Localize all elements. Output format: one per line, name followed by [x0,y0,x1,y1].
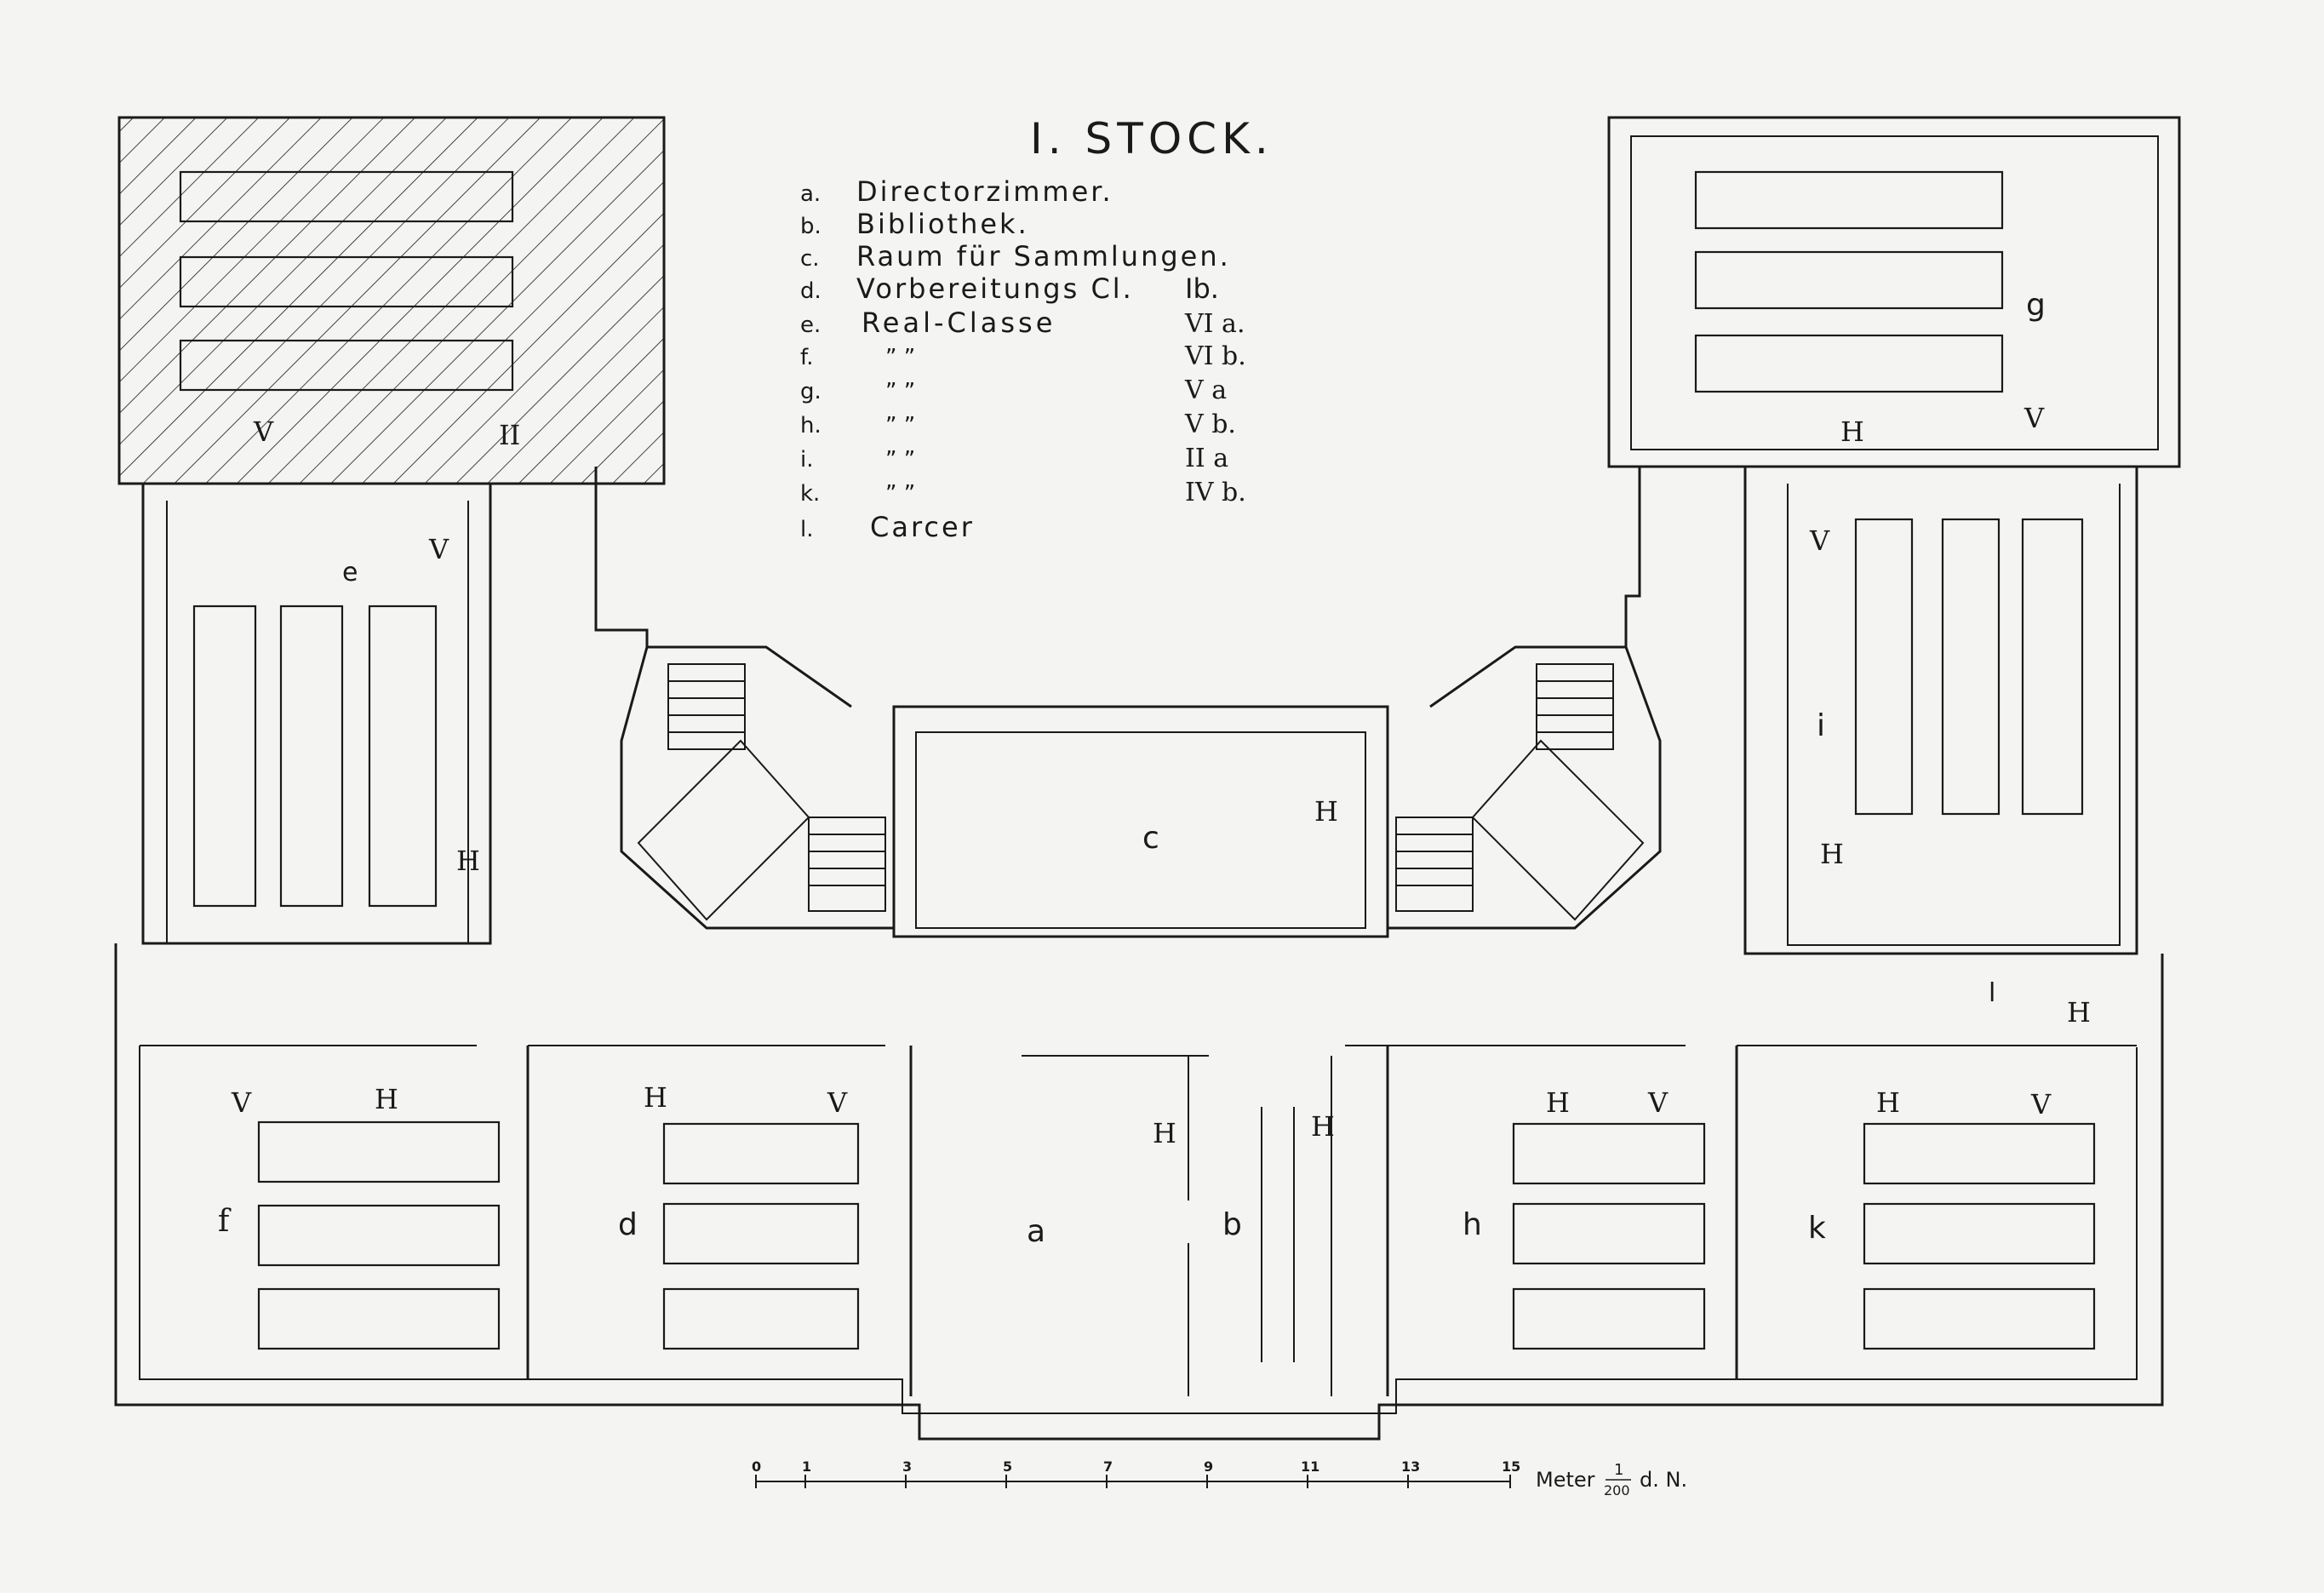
room-label-i: i [1817,708,1825,743]
legend: a. Directorzimmer. b. Bibliothek. c. Rau… [800,175,1246,543]
legend-key-l: l. [800,517,814,542]
fixture-v-label: V [827,1086,848,1119]
fixture-v-label: V [2030,1088,2052,1120]
room-label-d: d [618,1207,638,1242]
legend-class-i: II a [1185,444,1228,473]
fixture-v-label: V [1647,1086,1669,1119]
scale-tick-5: 5 [1003,1458,1012,1475]
room-label-l: l [1989,978,1995,1008]
fixture-h-label: H [1153,1117,1176,1149]
fixture-v-label: V [2023,402,2045,434]
left-staircase [620,645,894,930]
room-i-walls [1743,467,2138,955]
scale-tick-15: 15 [1502,1458,1520,1475]
scale-tick-9: 9 [1204,1458,1213,1475]
scale-tick-11: 11 [1301,1458,1319,1475]
legend-key-i: i. [800,447,814,473]
legend-name-e: Real-Classe [861,307,1056,339]
building-walls [114,116,2181,1441]
scale-tick-3: 3 [902,1458,912,1475]
legend-class-g: V a [1184,375,1227,405]
room-label-k: k [1808,1211,1826,1246]
fixture-labels: V II V H H V V H H H V H H V H H H V H V [231,402,2091,1149]
scale-tick-0: 0 [752,1458,761,1475]
scale-unit-prefix: Meter [1536,1468,1595,1492]
room-g-walls [1607,116,2181,468]
fixture-h-label: H [2067,996,2091,1029]
fixture-h-label: H [1876,1086,1900,1119]
fixture-v-label: V [253,415,274,448]
legend-name-b: Bibliothek. [856,208,1029,240]
fixture-h-label: H [456,845,480,877]
fixture-h-label: H [1840,415,1864,448]
legend-key-h: h. [800,413,821,438]
fixture-v-label: V [231,1086,252,1119]
legend-key-f: f. [800,345,814,370]
legend-key-a: a. [800,181,821,207]
scale-tick-13: 13 [1401,1458,1420,1475]
legend-class-k: IV b. [1185,478,1246,507]
room-label-b: b [1222,1207,1242,1242]
right-staircase [1388,645,1662,930]
fixture-h-label: H [1820,838,1844,870]
room-e-walls [141,484,492,945]
room-label-c: c [1142,821,1159,856]
room-label-g: g [2026,288,2046,323]
scale-tick-1: 1 [802,1458,811,1475]
legend-key-d: d. [800,278,821,304]
fixture-ii-label: II [499,419,520,451]
legend-key-g: g. [800,379,821,404]
legend-name-f: ” ” [885,345,915,370]
fixture-h-label: H [1546,1086,1570,1119]
legend-key-e: e. [800,312,821,338]
hatched-classroom [117,116,666,485]
legend-name-c: Raum für Sammlungen. [856,240,1231,272]
legend-name-h: ” ” [885,413,915,438]
room-c-walls [892,705,1389,938]
legend-name-l: Carcer [870,511,975,543]
fixture-h-label: H [1314,795,1338,828]
legend-name-a: Directorzimmer. [856,175,1113,208]
fixture-v-label: V [1809,524,1830,557]
fixture-h-label: H [1311,1110,1335,1143]
plan-title: I. STOCK. [1030,114,1274,163]
legend-key-k: k. [800,481,820,507]
legend-name-g: ” ” [885,379,915,404]
legend-key-c: c. [800,246,820,272]
room-label-e: e [342,558,358,587]
legend-class-f: VI b. [1184,341,1246,371]
legend-class-d: Ib. [1185,272,1219,305]
scale-bar: 0 1 3 5 7 9 11 13 15 Meter 1 200 d. N. [752,1458,1687,1498]
fixture-h-label: H [644,1081,667,1114]
scale-unit-suffix: d. N. [1640,1468,1687,1492]
room-label-a: a [1027,1214,1045,1249]
legend-name-k: ” ” [885,481,915,507]
scale-ratio-den: 200 [1604,1482,1630,1498]
fixture-h-label: H [375,1083,398,1115]
room-label-h: h [1463,1207,1482,1242]
scale-ratio-num: 1 [1614,1461,1623,1479]
legend-class-h: V b. [1184,410,1236,439]
legend-name-d: Vorbereitungs Cl. [856,272,1134,305]
scale-tick-7: 7 [1103,1458,1113,1475]
room-letters: a b c d e f g h i k l [218,288,2046,1249]
legend-name-i: ” ” [885,447,915,473]
benches [179,170,2096,1350]
legend-class-e: VI a. [1184,309,1245,339]
legend-key-b: b. [800,214,821,239]
fixture-v-label: V [428,533,449,565]
room-label-f: f [218,1204,232,1239]
